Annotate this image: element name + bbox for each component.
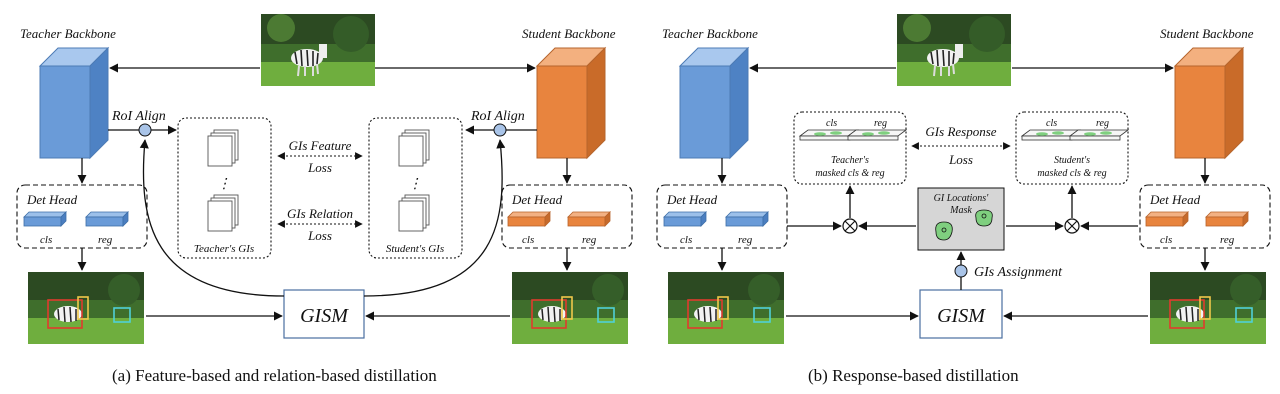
- det-head-student-b: Det Head cls reg: [1139, 184, 1271, 249]
- loss-label-feature: Loss: [307, 160, 332, 175]
- gism-box-b: [919, 289, 1003, 339]
- caption-a: (a) Feature-based and relation-based dis…: [112, 366, 437, 385]
- zebra-detection-photo: [667, 271, 785, 345]
- gis-assignment-label: GIs Assignment: [974, 265, 1063, 280]
- reg-label: reg: [1096, 118, 1109, 129]
- roi-align-label-teacher: RoI Align: [111, 109, 166, 124]
- zebra-detection-photo: [511, 271, 629, 345]
- reg-label: reg: [738, 234, 753, 246]
- students-masked-label-2: masked cls & reg: [1037, 168, 1106, 179]
- zebra-photo: [896, 13, 1012, 87]
- gis-feature-label: GIs Feature: [289, 138, 352, 153]
- teacher-backbone-block-b: [678, 46, 750, 160]
- cross-multiply-circle: [842, 218, 858, 234]
- loss-label-response: Loss: [948, 152, 973, 167]
- cls-label: cls: [40, 234, 52, 246]
- zebra-detection-photo: [1149, 271, 1267, 345]
- panel-b: Teacher Backbone Student Backbone cls re…: [656, 13, 1271, 385]
- teacher-backbone-label-a: Teacher Backbone: [20, 26, 116, 41]
- students-masked-panel: cls reg Student's masked cls & reg: [1015, 111, 1129, 185]
- vdots-teacher: ⋮: [217, 177, 231, 192]
- gis-assignment-node: [954, 264, 968, 278]
- student-backbone-label-a: Student Backbone: [522, 26, 616, 41]
- roi-node-student: [493, 123, 507, 137]
- teachers-masked-panel: cls reg Teacher's masked cls & reg: [793, 111, 907, 185]
- vdots-student: ⋮: [408, 177, 422, 192]
- reg-label: reg: [874, 118, 887, 129]
- det-head-teacher-b: Det Head cls reg: [656, 184, 788, 249]
- zebra-photo: [260, 13, 376, 87]
- students-gis-label: Student's GIs: [386, 243, 444, 255]
- panel-a: Teacher Backbone Student Backbone RoI Al…: [16, 13, 633, 385]
- loss-label-relation: Loss: [307, 228, 332, 243]
- teacher-backbone-block-a: [38, 46, 110, 160]
- reg-label: reg: [1220, 234, 1235, 246]
- cls-label: cls: [522, 234, 534, 246]
- gism-label-b: GISM: [937, 305, 986, 327]
- student-backbone-block-a: [535, 46, 607, 160]
- gis-relation-label: GIs Relation: [287, 206, 353, 221]
- det-head-label: Det Head: [666, 192, 718, 207]
- students-masked-label-1: Student's: [1054, 155, 1090, 166]
- gi-locations-label-2: Mask: [949, 205, 972, 216]
- zebra-detection-photo: [27, 271, 145, 345]
- roi-node-teacher: [138, 123, 152, 137]
- teachers-gis-panel: ⋮ Teacher's GIs: [177, 117, 272, 259]
- teacher-backbone-label-b: Teacher Backbone: [662, 26, 758, 41]
- student-backbone-block-b: [1173, 46, 1245, 160]
- students-gis-panel: ⋮ Student's GIs: [368, 117, 463, 259]
- cls-label: cls: [1160, 234, 1172, 246]
- cross-multiply-circle: [1064, 218, 1080, 234]
- gism-box-a: [283, 289, 365, 339]
- teachers-gis-label: Teacher's GIs: [194, 243, 254, 255]
- cls-label: cls: [1046, 118, 1057, 129]
- roi-align-label-student: RoI Align: [470, 109, 525, 124]
- student-backbone-label-b: Student Backbone: [1160, 26, 1254, 41]
- reg-label: reg: [582, 234, 597, 246]
- teachers-masked-label-1: Teacher's: [831, 155, 869, 166]
- cls-label: cls: [680, 234, 692, 246]
- caption-b: (b) Response-based distillation: [808, 366, 1019, 385]
- gi-locations-mask: GI Locations' Mask: [917, 187, 1005, 251]
- det-head-student-a: Det Head cls reg: [501, 184, 633, 249]
- teachers-masked-label-2: masked cls & reg: [815, 168, 884, 179]
- det-head-teacher-a: Det Head cls reg: [16, 184, 148, 249]
- cls-label: cls: [826, 118, 837, 129]
- gism-label-a: GISM: [300, 305, 349, 327]
- det-head-label: Det Head: [511, 192, 563, 207]
- feature-map-stack: [207, 129, 239, 167]
- det-head-label: Det Head: [26, 192, 78, 207]
- reg-label: reg: [98, 234, 113, 246]
- gi-locations-label-1: GI Locations': [934, 193, 990, 204]
- det-head-label: Det Head: [1149, 192, 1201, 207]
- gis-response-label: GIs Response: [925, 124, 996, 139]
